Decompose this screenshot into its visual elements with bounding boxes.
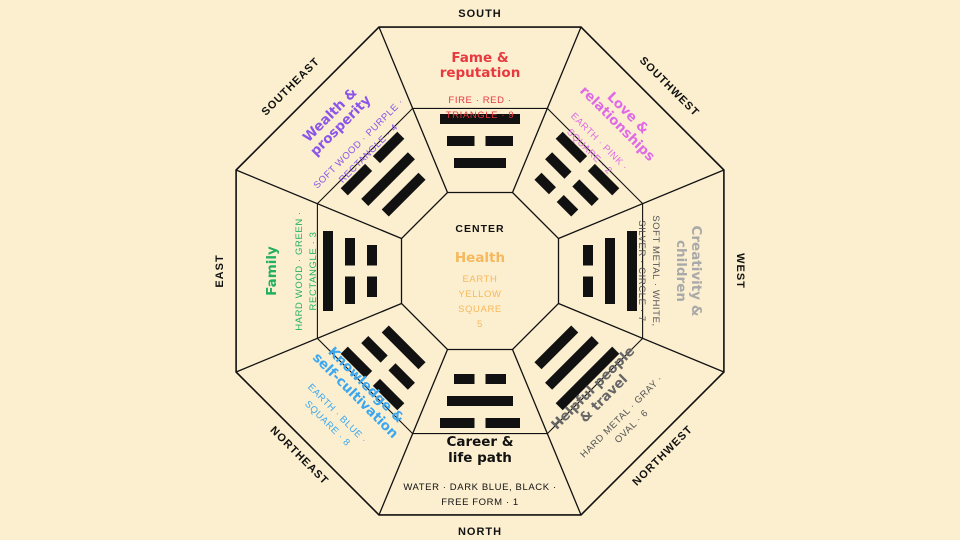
sector-divider (235, 169, 402, 240)
trigram-line-solid (323, 231, 333, 311)
trigram-line-solid (381, 325, 426, 370)
sector-divider (511, 349, 582, 516)
trigram-line-broken (572, 179, 599, 206)
trigram-line-broken (345, 276, 355, 304)
direction-west: WEST (734, 253, 746, 289)
center-line-3: SQUARE (458, 304, 502, 315)
center-title: Health (455, 250, 505, 266)
direction-north: NORTH (458, 526, 502, 538)
creativity-title-2: children (673, 240, 689, 302)
family-title-1: Family (264, 246, 280, 296)
creativity-title-1: Creativity & (688, 225, 704, 316)
career-info-1: WATER · DARK BLUE, BLACK · (403, 482, 556, 493)
trigram-line-solid (361, 152, 415, 206)
trigram-line-broken (361, 336, 388, 363)
trigram-line-broken (340, 346, 373, 379)
fame-title-1: Fame & (451, 50, 508, 66)
area-fame: Fame & reputation FIRE · RED · TRIANGLE … (440, 50, 521, 121)
bagua-octagon (235, 26, 725, 516)
trigrams (323, 114, 637, 428)
family-info-2: RECTANGLE · 3 (308, 232, 319, 311)
creativity-info-1: SOFT METAL · WHITE, (650, 215, 661, 327)
career-info-2: FREE FORM · 1 (441, 497, 518, 508)
trigram-line-broken (372, 131, 405, 164)
trigram-line-broken (372, 378, 405, 411)
career-title-2: life path (448, 450, 512, 466)
sector-divider (235, 302, 402, 373)
trigram (534, 325, 620, 411)
trigram-line-broken (447, 136, 475, 146)
trigram-line-broken (454, 374, 475, 384)
trigram-line-broken (556, 194, 579, 217)
career-title-1: Career & (446, 434, 513, 450)
trigram-line-broken (587, 163, 620, 196)
center-line-1: EARTH (462, 274, 497, 285)
sector-divider (558, 302, 725, 373)
trigram-line-solid (447, 396, 513, 406)
trigram-line-solid (545, 336, 599, 390)
fame-info-1: FIRE · RED · (448, 95, 511, 106)
trigram-line-solid (454, 158, 506, 168)
center-line-2: YELLOW (458, 289, 501, 300)
trigram-line-broken (345, 238, 355, 266)
trigram (583, 231, 637, 311)
sector-divider (511, 26, 582, 193)
direction-east: EAST (214, 254, 226, 287)
center-label: CENTER (455, 223, 504, 235)
creativity-info-2: SILVER · CIRCLE · 7 (636, 220, 647, 322)
trigram-line-broken (388, 363, 415, 390)
trigram-line-solid (381, 172, 426, 217)
trigram (323, 231, 377, 311)
trigram-line-broken (485, 418, 520, 428)
trigram-line-broken (583, 276, 593, 297)
trigram-line-broken (485, 374, 506, 384)
trigram-line-broken (534, 172, 557, 195)
trigram-line-solid (555, 346, 620, 411)
trigram (440, 114, 520, 168)
trigram (440, 374, 520, 428)
trigram-line-broken (340, 163, 373, 196)
fame-title-2: reputation (440, 65, 521, 81)
trigram-line-solid (534, 325, 579, 370)
family-info-1: HARD WOOD · GREEN · (294, 211, 305, 331)
trigram-line-broken (545, 152, 572, 179)
fame-info-2: TRIANGLE · 9 (446, 110, 514, 121)
area-creativity: Creativity & children SOFT METAL · WHITE… (636, 215, 704, 327)
trigram-line-broken (555, 131, 588, 164)
trigram-line-broken (367, 276, 377, 297)
trigram-line-solid (605, 238, 615, 304)
sector-divider (558, 169, 725, 240)
trigram-line-solid (440, 114, 520, 124)
area-family: Family HARD WOOD · GREEN · RECTANGLE · 3 (264, 211, 319, 331)
trigram-line-broken (367, 245, 377, 266)
trigram-line-solid (627, 231, 637, 311)
trigram (340, 131, 426, 217)
center-line-4: 5 (477, 319, 483, 330)
direction-south: SOUTH (458, 8, 502, 20)
trigram (340, 325, 426, 411)
area-career: Career & life path WATER · DARK BLUE, BL… (403, 434, 556, 508)
trigram (534, 131, 620, 217)
trigram-line-broken (583, 245, 593, 266)
trigram-line-broken (440, 418, 475, 428)
trigram-line-broken (485, 136, 513, 146)
sector-divider (378, 26, 449, 193)
sector-divider (378, 349, 449, 516)
